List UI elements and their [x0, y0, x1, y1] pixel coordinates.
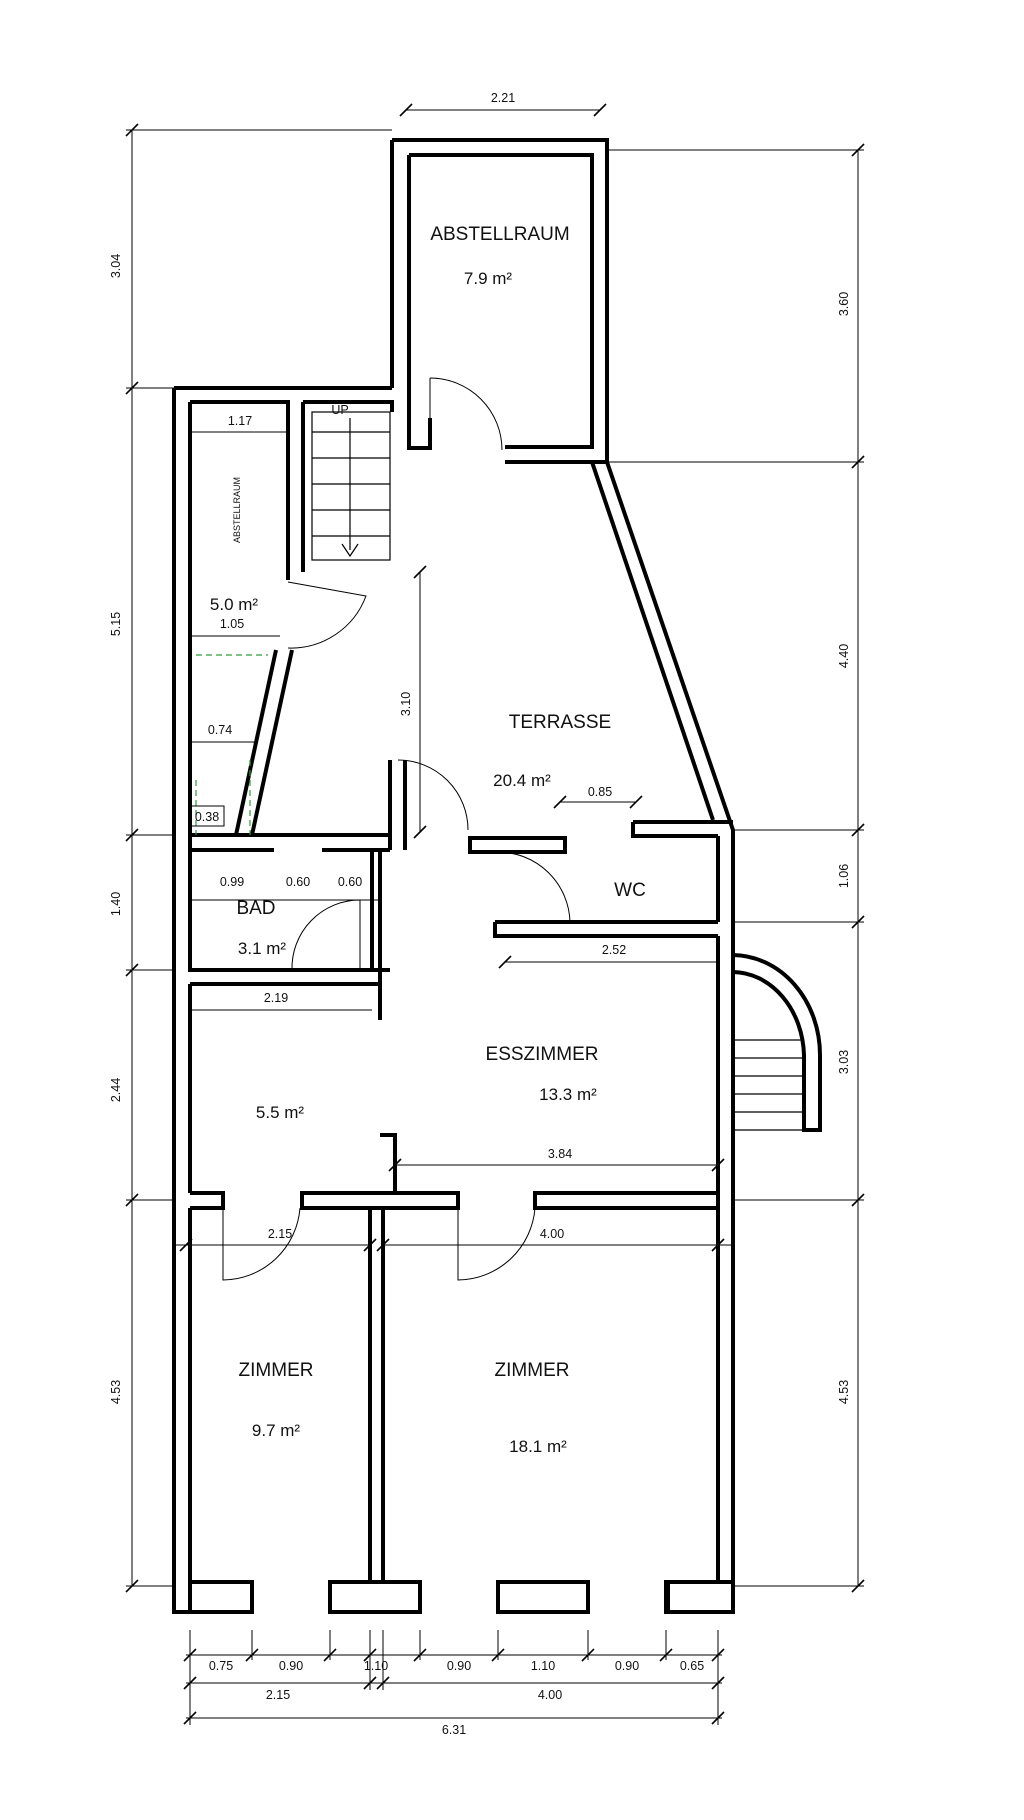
dim-wc-252: 2.52: [602, 943, 626, 957]
dim-top-width: 2.21: [491, 91, 515, 105]
dim-flur-219: 2.19: [264, 991, 288, 1005]
terrasse-diagonal-inner: [590, 461, 715, 821]
dim-left-140: 1.40: [109, 892, 123, 916]
room-area-zimmer-left: 9.7 m²: [252, 1421, 301, 1440]
room-name-esszimmer: ESSZIMMER: [486, 1044, 599, 1065]
dim-abst-038-box: [189, 805, 225, 827]
wc-top-right-wall: [631, 820, 733, 838]
zimmer-inner-side-walls: [188, 1208, 720, 1582]
dim-bot-090b: 0.90: [447, 1659, 471, 1673]
room-name-zimmer-left: ZIMMER: [239, 1360, 314, 1381]
dim-zim-215: 2.15: [268, 1227, 292, 1241]
dim-abst-038: 0.38: [195, 810, 219, 824]
stair-top-wall: [303, 400, 394, 412]
dim-left-244: 2.44: [109, 1078, 123, 1102]
left-outer-wall: [172, 388, 254, 1614]
dim-left-304: 3.04: [109, 254, 123, 278]
dim-right-303: 3.03: [837, 1050, 851, 1074]
room-area-esszimmer: 13.3 m²: [539, 1085, 597, 1104]
walls: [172, 138, 822, 1614]
dim-bot-065: 0.65: [680, 1659, 704, 1673]
zimmer-divider-wall: [368, 1208, 385, 1582]
dim-abst-074: 0.74: [208, 723, 232, 737]
dim-bot-400: 4.00: [538, 1688, 562, 1702]
esszimmer-bottom-right-stub: [533, 1191, 720, 1210]
dimension-lines: [125, 103, 865, 1725]
abstellraum-top-inner-wall: [409, 153, 594, 449]
esszimmer-left-stub: [380, 1133, 397, 1193]
door-swings: [222, 377, 571, 1281]
pillar-3: [496, 1580, 590, 1614]
room-labels: ABSTELLRAUM 7.9 m² ABSTELLRAUM 5.0 m² UP…: [210, 224, 646, 1456]
indoor-stair: [311, 411, 391, 561]
dim-zim-400: 4.00: [540, 1227, 564, 1241]
flur-bottom-left-stub: [190, 1191, 225, 1210]
round-stair-steps: [732, 1039, 804, 1131]
room-area-terrasse: 20.4 m²: [493, 771, 551, 790]
dim-right-453: 4.53: [837, 1380, 851, 1404]
room-name-terrasse: TERRASSE: [509, 712, 611, 733]
dim-bad-060a: 0.60: [286, 875, 310, 889]
dim-right-106: 1.06: [837, 864, 851, 888]
dim-bad-060b: 0.60: [338, 875, 362, 889]
round-stair-wall: [732, 953, 822, 1132]
room-name-abstellraum-left: ABSTELLRAUM: [232, 477, 242, 543]
wc-top-left-block: [468, 836, 567, 854]
room-name-bad: BAD: [236, 898, 275, 919]
room-area-zimmer-right: 18.1 m²: [509, 1437, 567, 1456]
dimension-labels: 2.21 3.04 5.15 1.40 2.44 4.53 3.60 4.40 …: [109, 91, 851, 1737]
terrasse-diagonal-outer: [605, 461, 735, 831]
dim-right-360: 3.60: [837, 292, 851, 316]
abstellraum-top-outer-wall: [392, 138, 609, 464]
dim-bad-099: 0.99: [220, 875, 244, 889]
abstellraum-left-inner-wall: [190, 400, 290, 580]
room-area-flur: 5.5 m²: [256, 1103, 305, 1122]
dim-bot-075: 0.75: [209, 1659, 233, 1673]
room-name-abstellraum-top: ABSTELLRAUM: [430, 224, 569, 245]
dim-bot-110a: 1.10: [364, 1659, 388, 1673]
wc-bottom-wall: [493, 920, 718, 938]
abstellraum-top-inner-left: [407, 155, 432, 450]
room-area-abstellraum-top: 7.9 m²: [464, 269, 513, 288]
room-name-zimmer-right: ZIMMER: [495, 1360, 570, 1381]
bad-right-wall: [370, 850, 382, 1020]
dim-bot-215: 2.15: [266, 1688, 290, 1702]
dim-bot-090c: 0.90: [615, 1659, 639, 1673]
pillar-1: [188, 1580, 254, 1614]
terrasse-left-diagonal-b: [250, 649, 294, 836]
dim-terr-310: 3.10: [399, 692, 413, 716]
dim-abst-117: 1.17: [228, 414, 252, 428]
room-area-bad: 3.1 m²: [238, 939, 287, 958]
dim-ess-384: 3.84: [548, 1147, 572, 1161]
dim-bot-110b: 1.10: [531, 1659, 555, 1673]
pillar-4: [664, 1580, 735, 1614]
dim-bot-631: 6.31: [442, 1723, 466, 1737]
dim-left-453: 4.53: [109, 1380, 123, 1404]
room-area-abstellraum-left: 5.0 m²: [210, 595, 259, 614]
dim-left-515: 5.15: [109, 612, 123, 636]
dim-bot-090a: 0.90: [279, 1659, 303, 1673]
dim-abst-105: 1.05: [220, 617, 244, 631]
dim-right-440: 4.40: [837, 644, 851, 668]
pillar-2: [328, 1580, 422, 1614]
room-name-wc: WC: [614, 880, 646, 901]
right-outer-wall: [666, 830, 735, 1614]
bad-left-bottom: [188, 835, 390, 972]
flur-bottom-mid-stub: [300, 1191, 460, 1210]
stair-up-label: UP: [331, 403, 348, 417]
dim-terr-085: 0.85: [588, 785, 612, 799]
